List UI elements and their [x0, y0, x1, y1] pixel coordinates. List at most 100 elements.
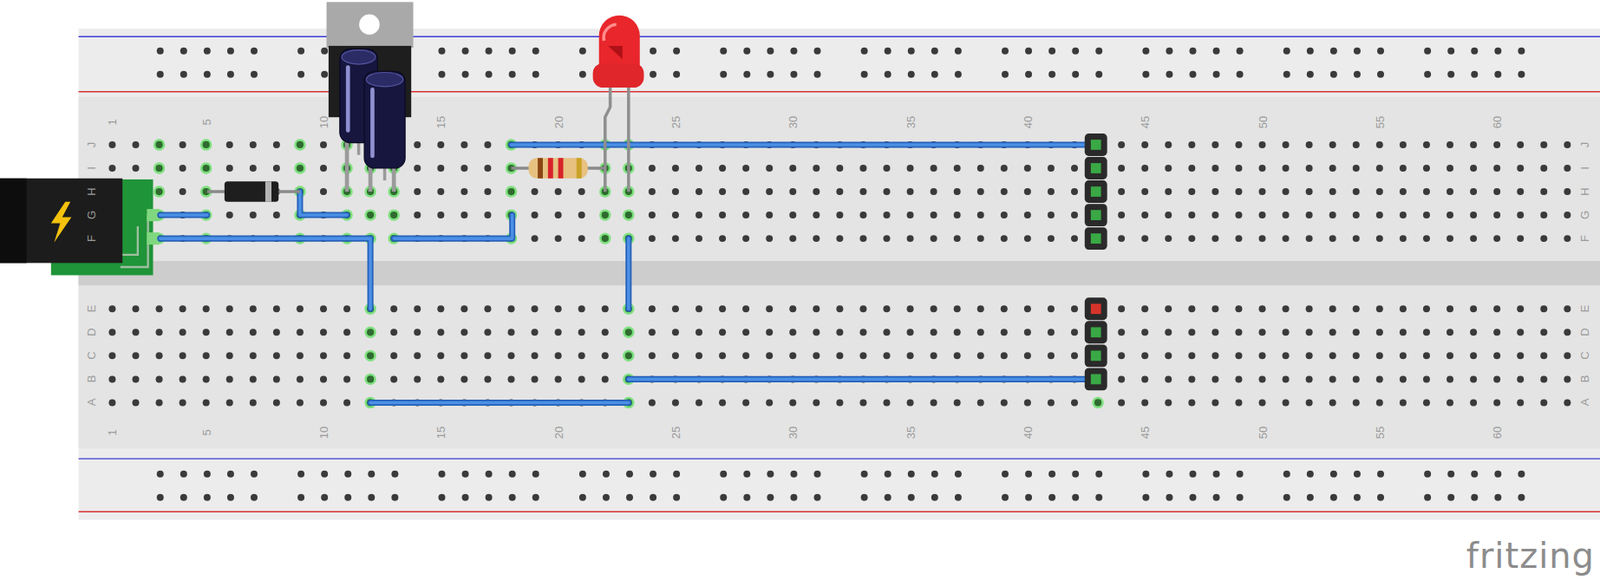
- hole: [437, 141, 445, 149]
- hole: [1306, 47, 1314, 55]
- row-letter: G: [84, 210, 97, 220]
- hole: [1188, 141, 1196, 149]
- hole: [1423, 211, 1431, 219]
- hole: [1306, 211, 1313, 219]
- hole: [814, 71, 822, 79]
- hole: [108, 352, 116, 360]
- hole: [1540, 375, 1548, 383]
- hole: [1470, 494, 1478, 502]
- hole: [509, 470, 516, 478]
- hole: [1024, 211, 1032, 219]
- hole: [249, 398, 257, 406]
- hole: [907, 494, 915, 502]
- jumper-wire: [160, 212, 208, 219]
- hole: [812, 188, 820, 196]
- hole: [1423, 470, 1431, 478]
- hole: [273, 328, 281, 336]
- hole: [1047, 164, 1055, 172]
- hole: [743, 494, 751, 502]
- hole: [1282, 211, 1290, 219]
- hole: [1141, 352, 1149, 360]
- hole: [648, 164, 656, 172]
- hole: [1563, 235, 1571, 242]
- hole: [462, 470, 470, 478]
- row-letter: A: [1579, 398, 1591, 407]
- hole: [1493, 164, 1501, 172]
- row-letter: C: [1579, 352, 1591, 360]
- hole: [296, 305, 304, 313]
- hole: [1071, 71, 1079, 79]
- row-letter: F: [1579, 235, 1591, 242]
- hole: [1540, 164, 1548, 172]
- hole: [1423, 141, 1431, 149]
- hole: [531, 375, 539, 383]
- hole: [343, 352, 351, 360]
- hole: [460, 164, 468, 172]
- hole: [320, 164, 327, 172]
- hole: [1447, 494, 1455, 502]
- hole: [977, 398, 985, 406]
- hole: [1000, 188, 1008, 196]
- hole: [1234, 164, 1242, 172]
- hole: [1329, 305, 1337, 313]
- hole: [884, 494, 892, 502]
- hole: [601, 375, 609, 383]
- hole: [648, 235, 656, 242]
- hole-highlight: [154, 140, 164, 151]
- hole: [1423, 71, 1431, 79]
- hole: [1352, 188, 1360, 196]
- hole: [1283, 47, 1291, 55]
- hole: [249, 141, 257, 149]
- hole: [485, 71, 493, 79]
- hole: [1399, 328, 1407, 336]
- pin-header: [1084, 133, 1108, 391]
- hole: [861, 47, 869, 55]
- hole: [108, 375, 116, 383]
- hole: [765, 211, 773, 219]
- hole-highlight: [600, 210, 610, 221]
- hole: [1399, 188, 1407, 196]
- hole: [131, 398, 139, 406]
- hole: [179, 375, 187, 383]
- hole: [297, 470, 305, 478]
- hole-highlight: [365, 210, 376, 221]
- hole: [249, 375, 257, 383]
- hole: [1306, 470, 1314, 478]
- hole: [1000, 305, 1008, 313]
- hole: [180, 71, 188, 79]
- column-number: 45: [1139, 116, 1151, 129]
- hole: [156, 470, 164, 478]
- hole: [1563, 375, 1571, 383]
- hole: [648, 188, 656, 196]
- hole: [1469, 235, 1477, 242]
- hole: [273, 211, 281, 219]
- hole: [1117, 188, 1125, 196]
- hole: [227, 470, 235, 478]
- hole: [1329, 235, 1337, 242]
- hole: [1399, 211, 1407, 219]
- hole: [953, 164, 961, 172]
- hole: [1282, 305, 1290, 313]
- hole: [156, 305, 164, 313]
- hole: [602, 494, 610, 502]
- hole: [131, 164, 139, 172]
- hole: [226, 305, 234, 313]
- hole: [1048, 71, 1056, 79]
- hole: [108, 164, 116, 172]
- hole: [179, 141, 187, 149]
- hole: [977, 188, 985, 196]
- hole: [1329, 328, 1337, 336]
- hole: [953, 235, 961, 242]
- hole: [1493, 328, 1501, 336]
- hole: [1470, 71, 1478, 79]
- hole: [907, 71, 915, 79]
- hole: [1047, 328, 1055, 336]
- row-letter: I: [1579, 166, 1591, 170]
- hole: [1376, 188, 1384, 196]
- hole: [273, 352, 281, 360]
- hole: [508, 328, 516, 336]
- hole: [907, 398, 915, 406]
- hole: [1306, 71, 1314, 79]
- column-number: 50: [1256, 425, 1268, 438]
